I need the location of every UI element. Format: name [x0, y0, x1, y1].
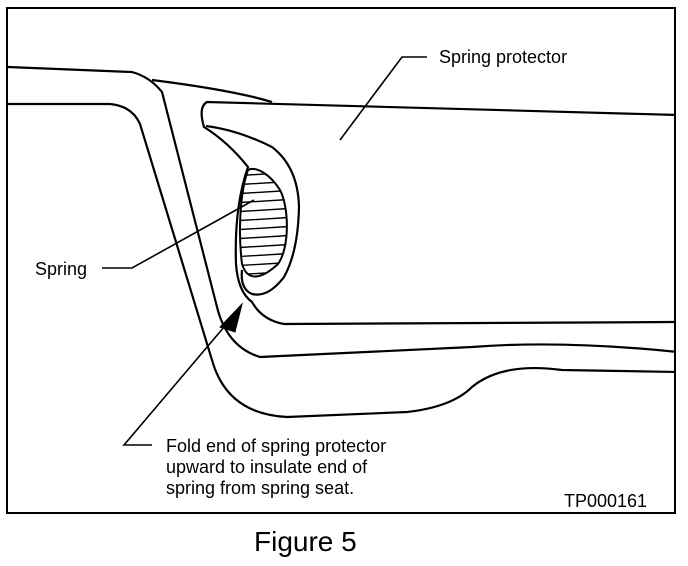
spring-protector-leader-line — [339, 56, 427, 141]
spring-cross-section — [239, 168, 288, 278]
figure-caption: Figure 5 — [254, 526, 357, 557]
spring-protector-outline — [200, 100, 674, 326]
spring-label: Spring — [35, 259, 88, 279]
figure-frame: Spring protector Spring Fold end of spri… — [6, 7, 676, 514]
spring-seat-lip-line — [151, 78, 273, 104]
fold-arrowhead — [219, 302, 243, 333]
spring-protector-label: Spring protector — [439, 47, 568, 67]
fold-instruction-label: Fold end of spring protector upward to i… — [166, 436, 387, 498]
spring-leader-line — [102, 199, 255, 269]
spring-seat-diagram — [8, 56, 674, 446]
spring-protector-inner-fold — [205, 124, 301, 296]
fold-note-leader-line — [122, 319, 231, 446]
part-code-label: TP000161 — [564, 491, 648, 511]
spring-seat-lower-line — [8, 102, 674, 419]
spring-seat-upper-line — [8, 65, 674, 359]
